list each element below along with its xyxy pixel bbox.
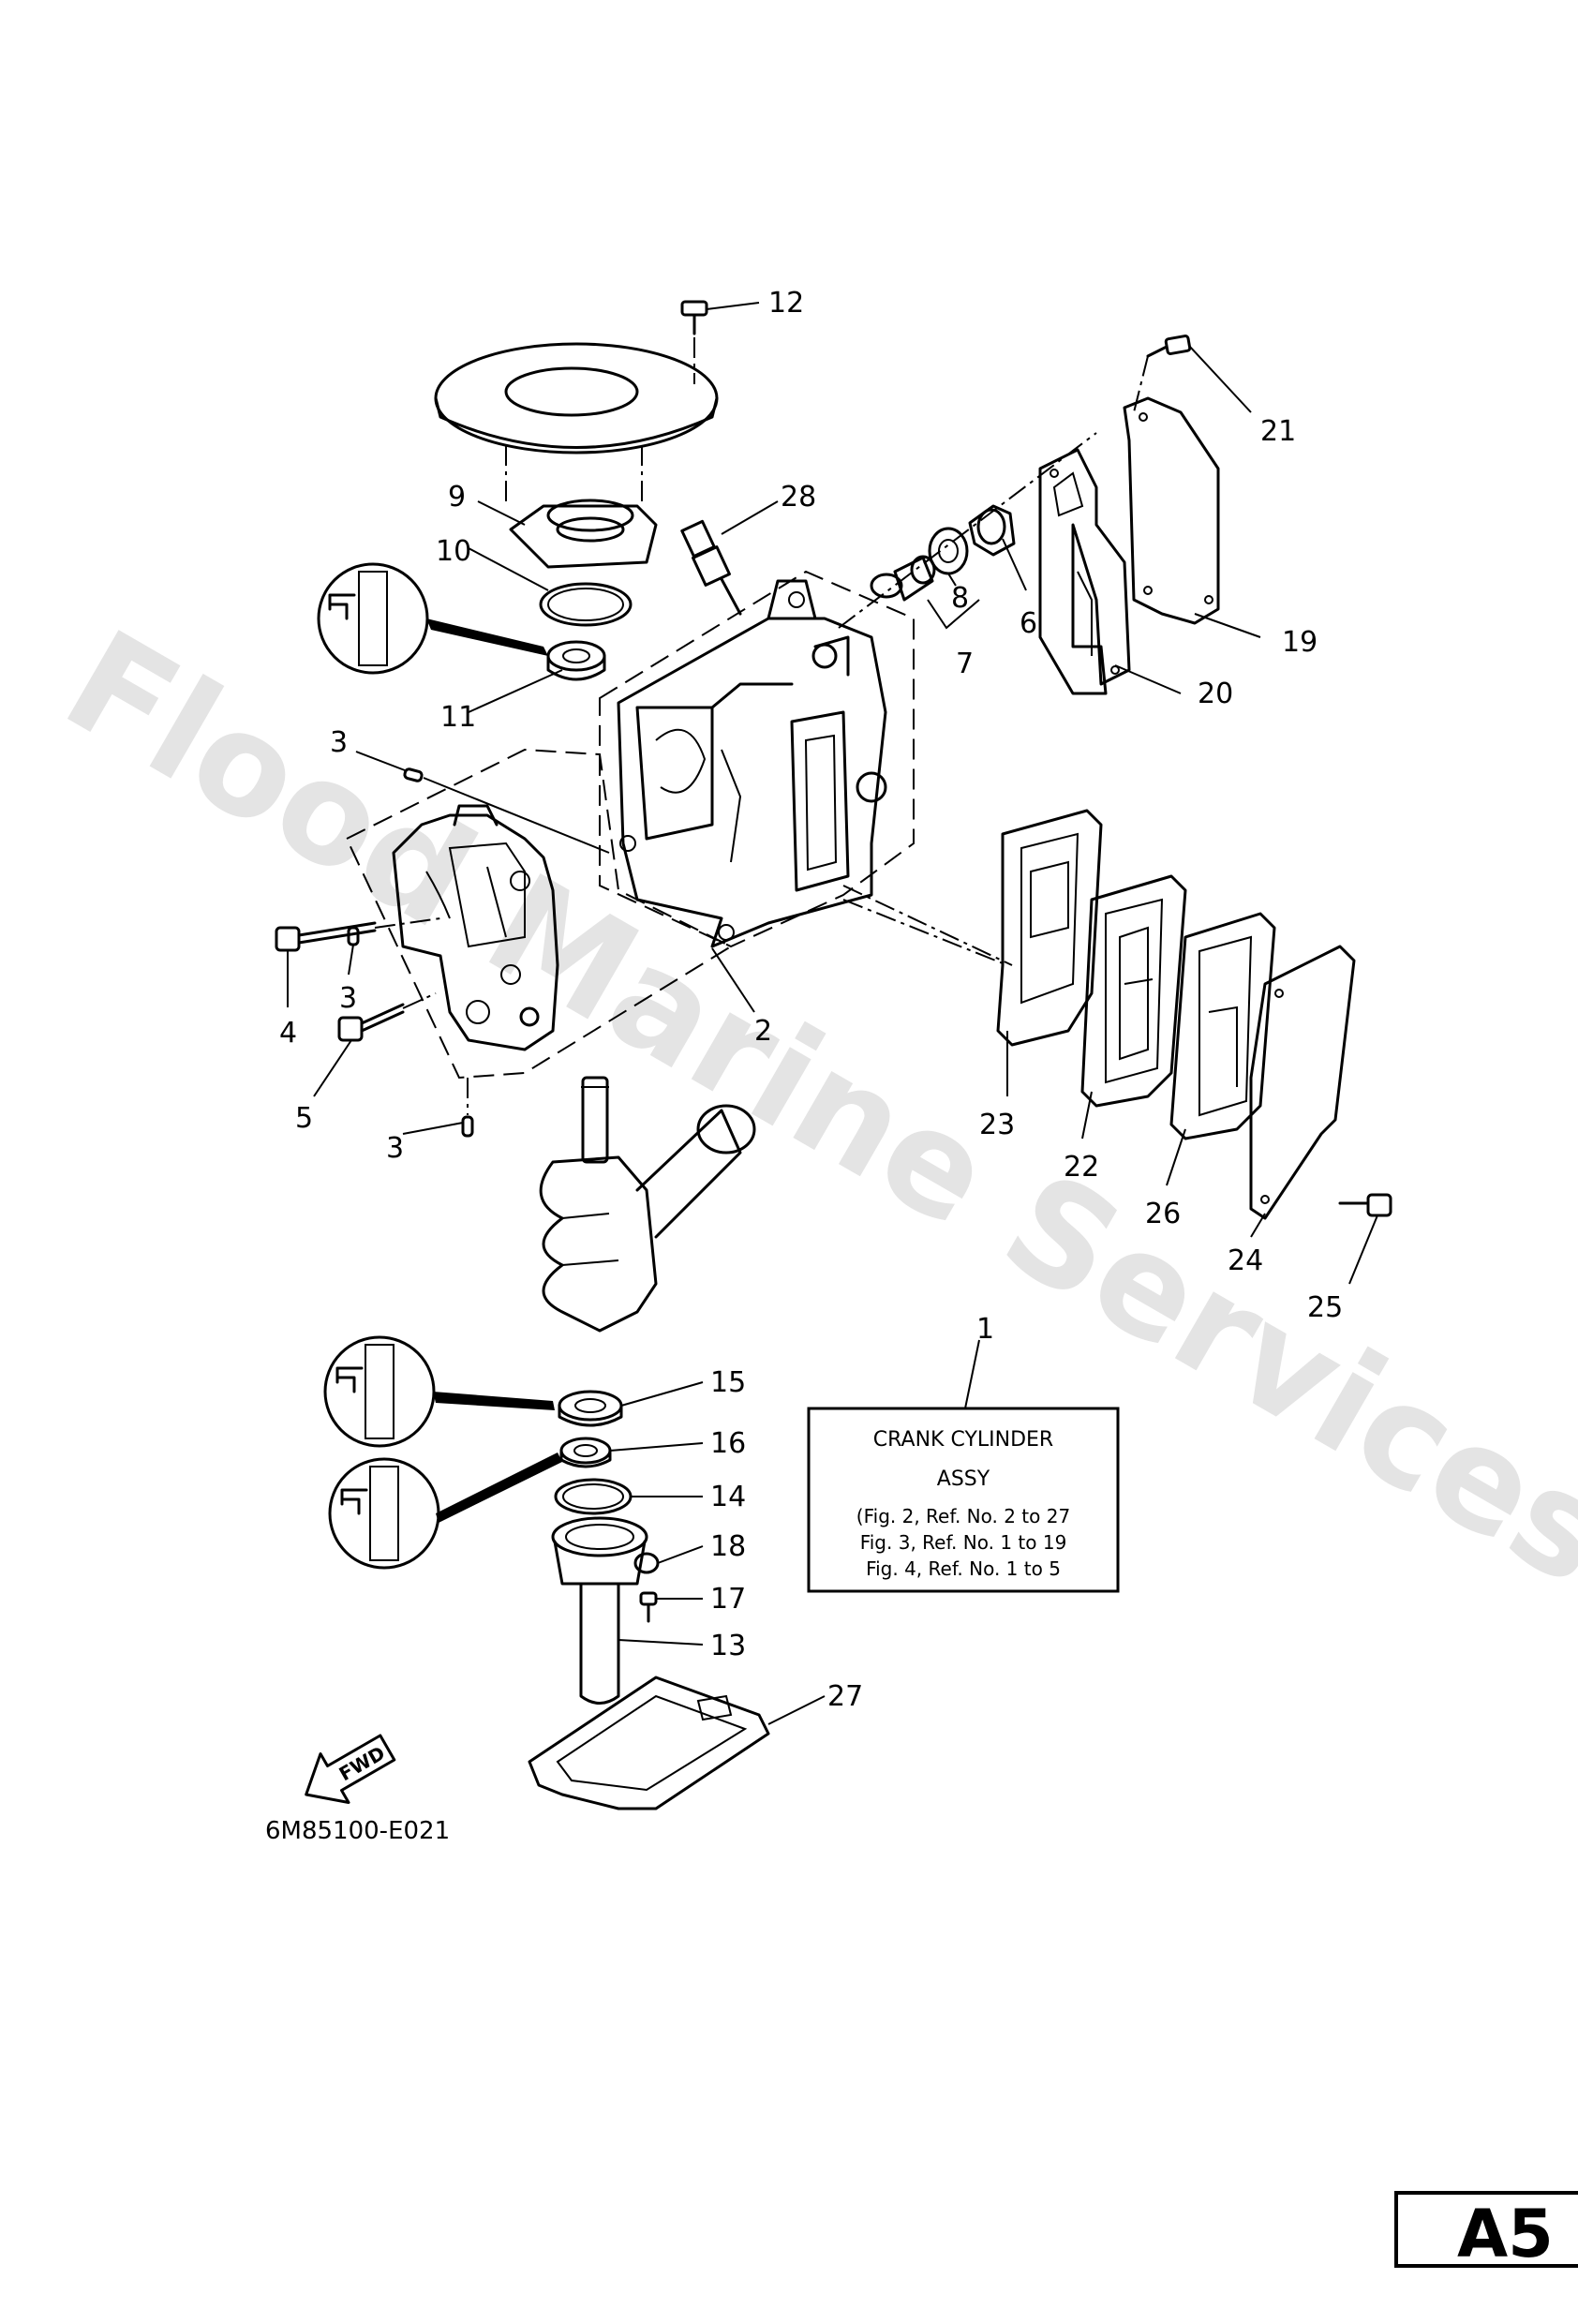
part-4-bolt: [275, 917, 441, 952]
callout-28: 28: [781, 481, 816, 514]
crankcase-group-outline: [599, 570, 915, 948]
part-28-spark-plug: [680, 519, 742, 616]
diagram-code: 6M85100-E021: [265, 1817, 450, 1845]
part-3-dowel-top: [403, 767, 424, 782]
assy-ref-3: Fig. 4, Ref. No. 1 to 5: [866, 1557, 1061, 1580]
grease-symbol-upper: [317, 562, 548, 675]
callout-19: 19: [1282, 626, 1317, 659]
assy-ref-2: Fig. 3, Ref. No. 1 to 19: [860, 1531, 1067, 1554]
assy-ref-1: (Fig. 2, Ref. No. 2 to 27: [856, 1505, 1070, 1527]
callout-20: 20: [1198, 678, 1233, 710]
callout-22: 22: [1064, 1151, 1099, 1184]
part-23-gasket: [996, 809, 1103, 1047]
part-24-plate: [1249, 945, 1356, 1220]
part-crankcase-block: [617, 579, 887, 948]
part-15-seal: [558, 1390, 623, 1427]
part-27-gasket: [528, 1676, 770, 1810]
part-12-bolt: [680, 300, 708, 384]
part-3-dowel-bottom: [461, 1115, 474, 1138]
callout-17: 17: [710, 1583, 746, 1616]
callout-3-mid: 3: [339, 982, 357, 1015]
part-9-housing: [509, 499, 658, 569]
part-26-gasket: [1169, 912, 1276, 1140]
part-3-dowel-mid: [347, 926, 360, 946]
callout-9: 9: [448, 481, 466, 514]
page-code-box: A5: [1394, 2191, 1578, 2272]
assy-info-box: CRANK CYLINDER ASSY (Fig. 2, Ref. No. 2 …: [807, 1407, 1120, 1593]
page-code: A5: [1457, 2196, 1554, 2272]
part-stator-plate: [434, 342, 719, 506]
part-6-cover: [968, 504, 1016, 557]
callout-24: 24: [1228, 1244, 1263, 1277]
part-21-bolt: [1133, 335, 1192, 413]
callout-6: 6: [1020, 607, 1037, 640]
callout-7: 7: [956, 648, 974, 680]
part-20-gasket: [1038, 448, 1131, 695]
callout-3-bottom: 3: [386, 1132, 404, 1165]
callout-16: 16: [710, 1427, 746, 1460]
assy-subtitle: ASSY: [937, 1467, 990, 1491]
grease-symbol-lower: [328, 1452, 562, 1570]
callout-27: 27: [827, 1680, 863, 1713]
callout-numbers: 12 21 28 9 10 8 6 19 7 11 20 3 3 4 2 5 2…: [279, 287, 1343, 1713]
part-7-thermostat: [870, 555, 936, 602]
callout-2: 2: [754, 1015, 772, 1048]
leader-lines: [287, 302, 1378, 1725]
callout-11: 11: [440, 701, 476, 734]
grease-symbol-middle: [323, 1335, 555, 1448]
callout-10: 10: [436, 535, 471, 568]
callout-8: 8: [951, 582, 969, 615]
part-18-nut: [633, 1552, 660, 1574]
assy-title: CRANK CYLINDER: [873, 1428, 1053, 1452]
callout-13: 13: [710, 1630, 746, 1662]
callout-21: 21: [1260, 415, 1296, 448]
part-17-bolt: [639, 1591, 658, 1623]
part-10-oring: [539, 582, 633, 627]
part-19-cover: [1123, 396, 1220, 625]
callout-3-top: 3: [330, 726, 348, 759]
part-crankshaft: [539, 1076, 756, 1333]
callout-23: 23: [979, 1109, 1015, 1141]
callout-14: 14: [710, 1481, 746, 1513]
callout-1: 1: [976, 1313, 994, 1346]
callout-15: 15: [710, 1366, 746, 1399]
callout-5: 5: [295, 1102, 313, 1135]
callout-25: 25: [1307, 1291, 1343, 1324]
callout-18: 18: [710, 1530, 746, 1563]
callout-12: 12: [768, 287, 804, 320]
callout-26: 26: [1145, 1198, 1181, 1230]
part-25-bolt: [1338, 1193, 1392, 1217]
part-13-sleeve: [551, 1516, 648, 1705]
fwd-arrow-icon: FWD: [305, 1734, 396, 1804]
part-cylinder-head: [392, 804, 559, 1051]
part-11-seal: [546, 640, 606, 681]
cylinder-group-outline: [345, 748, 734, 1080]
part-16-seal: [559, 1437, 612, 1468]
callout-4: 4: [279, 1017, 297, 1050]
part-22-reed-valve: [1080, 874, 1187, 1108]
